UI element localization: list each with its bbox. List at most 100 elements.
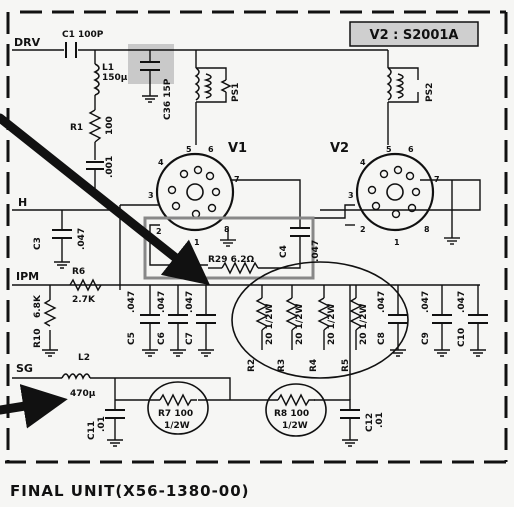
rail-label-sg: SG (16, 362, 33, 375)
v2-pin-8: 8 (424, 225, 430, 234)
c6-value: .047 (157, 291, 167, 313)
r4-value: 20 1/2W (327, 304, 337, 345)
r3-value: 20 1/2W (295, 304, 305, 345)
c11-label: C11 (87, 421, 97, 440)
c12-capacitor (340, 409, 360, 419)
r3-resistor (285, 297, 299, 331)
c9-label: C9 (421, 332, 431, 345)
r2-resistor (255, 297, 269, 331)
c3-capacitor (52, 229, 72, 239)
r1-value: 100 (105, 116, 115, 135)
l2-value: 470μ (70, 389, 96, 399)
v2-label: V2 (330, 141, 349, 156)
l1-value: 150μ (102, 73, 128, 83)
c12-label: C12 (365, 413, 375, 432)
c10-label: C10 (457, 328, 467, 347)
c8-label: C8 (377, 332, 387, 345)
ps2-suppressor (386, 67, 392, 101)
c7-capacitor (196, 314, 216, 324)
v1-pin-5: 5 (186, 145, 192, 154)
c5-value: .047 (127, 291, 137, 313)
r1-label: R1 (70, 123, 83, 133)
v2-pin-4: 4 (360, 158, 366, 167)
c12-value: .01 (375, 412, 385, 428)
r10-label: R10 (33, 329, 43, 348)
ps1-coil (203, 73, 212, 99)
v1-pin-1: 1 (194, 238, 200, 247)
l1-inductor (93, 63, 100, 96)
c3-value: .047 (77, 228, 87, 250)
annotation-arrow-lower (0, 384, 68, 429)
v1-tube (155, 152, 235, 232)
r8-label: R8 100 (274, 409, 309, 419)
c5-capacitor (140, 314, 160, 324)
v1-pin-2: 2 (156, 227, 162, 236)
c2-capacitor (86, 161, 104, 170)
c2-value: .001 (105, 156, 115, 178)
c11-capacitor (105, 409, 125, 419)
v1-pin-8: 8 (224, 225, 230, 234)
cathode-frame (143, 216, 315, 280)
r7-circle (147, 381, 209, 435)
v1-pin-7: 7 (234, 175, 240, 184)
v1-label: V1 (228, 141, 247, 156)
ps1-label: PS1 (231, 83, 241, 102)
v1-pin-3: 3 (148, 191, 154, 200)
c36-label: C36 15P (163, 78, 173, 120)
r7-label: R7 100 (158, 409, 193, 419)
r5-value: 20 1/2W (359, 304, 369, 345)
c10-value: .047 (457, 291, 467, 313)
ps2-coil (395, 73, 404, 99)
c4-value: .047 (311, 240, 321, 262)
c1-label: C1 100P (62, 30, 104, 40)
c1-capacitor (65, 42, 77, 58)
c4-capacitor (290, 227, 310, 237)
v2-tube (355, 152, 435, 232)
v2-pin-1: 1 (394, 238, 400, 247)
c36-capacitor (140, 61, 160, 71)
r5-label: R5 (341, 359, 351, 372)
title-text: V2 : S2001A (370, 28, 459, 43)
r29-resistor (221, 261, 259, 275)
v2-pin-3: 3 (348, 191, 354, 200)
annotation-arrow-upper (0, 113, 211, 286)
v2-pin-2: 2 (360, 225, 366, 234)
r8-circle (265, 383, 327, 437)
r4-label: R4 (309, 359, 319, 372)
resistor-group-circle (231, 261, 409, 379)
c7-value: .047 (185, 291, 195, 313)
r6-label: R6 (72, 267, 85, 277)
c11-value: .01 (97, 416, 107, 432)
r10-value: 6.8K (33, 294, 43, 318)
c4-label: C4 (279, 245, 289, 258)
v2-pin-6: 6 (408, 145, 414, 154)
ps2-label: PS2 (425, 83, 435, 102)
footer-title: FINAL UNIT(X56-1380-00) (10, 482, 250, 500)
v2-pin-5: 5 (386, 145, 392, 154)
l2-inductor (61, 373, 91, 380)
r10-resistor (43, 299, 57, 327)
l1-label: L1 (102, 63, 114, 73)
r6-value: 2.7K (72, 295, 96, 305)
c9-value: .047 (421, 291, 431, 313)
ground-symbols (42, 95, 486, 447)
unit-border (5, 10, 508, 464)
l2-label: L2 (78, 353, 90, 363)
v2-pin-7: 7 (434, 175, 440, 184)
r7-resistor (159, 393, 197, 407)
c5-label: C5 (127, 332, 137, 345)
c9-capacitor (432, 314, 452, 324)
r7-value: 1/2W (164, 421, 190, 431)
v1-pin-4: 4 (158, 158, 164, 167)
v1-pin-6: 6 (208, 145, 214, 154)
r8-resistor (277, 393, 315, 407)
ps1-suppressor (194, 67, 232, 101)
r2-label: R2 (247, 359, 257, 372)
rail-label-drv: DRV (14, 36, 41, 49)
r1-resistor (88, 109, 102, 143)
c8-capacitor (388, 314, 408, 324)
title-box: V2 : S2001A (349, 21, 479, 47)
v2-ground (444, 180, 460, 245)
